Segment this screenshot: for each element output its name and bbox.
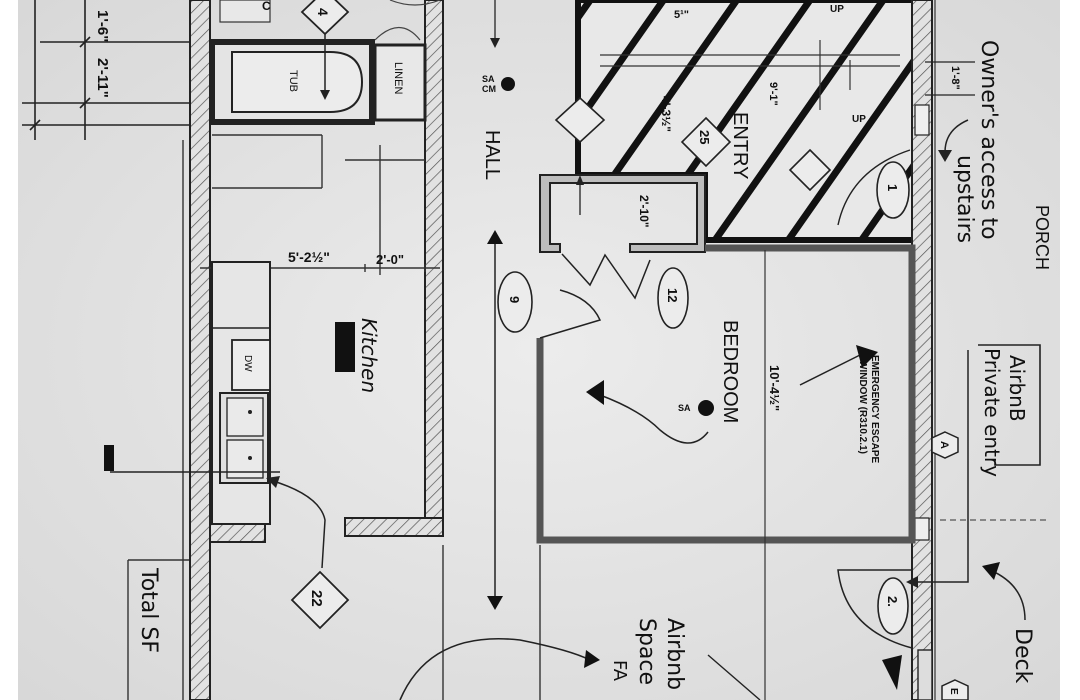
bedroom-closet-wall [539, 174, 706, 253]
deck-label: Deck [1010, 628, 1035, 684]
tag-25-diamond [680, 116, 732, 168]
tag-9: 9 [507, 296, 522, 303]
hall-label: HALL [481, 130, 503, 180]
up-label-2: UP [852, 114, 866, 125]
dim-5-2-half: 5'-2½" [288, 249, 330, 265]
owners-access-line2: upstairs [952, 155, 977, 243]
airbnb-private-line2: Private entry [980, 348, 1004, 477]
sa-cm-label: SA [482, 74, 495, 84]
dishwasher [231, 339, 271, 391]
tub-fixture [231, 51, 364, 113]
dim-9-1: 9'-1" [767, 82, 779, 106]
kitchen-label: Kitchen [357, 318, 381, 393]
total-sf-label: Total SF [136, 567, 161, 653]
smoke-alarm-bedroom [698, 400, 714, 416]
tag-22: 22 [308, 590, 325, 607]
tag-c: C [262, 0, 271, 13]
left-grid-lines [127, 140, 190, 700]
bedroom-wall [536, 244, 916, 544]
smoke-alarm-hall [501, 77, 515, 91]
airbnb-space-line2: Space [634, 618, 659, 685]
linen-label: LINEN [392, 62, 404, 94]
range-symbol [335, 322, 355, 372]
up-label-1: UP [830, 4, 844, 15]
dim-2-10: 2'-10" [637, 195, 651, 228]
tag-12-ellipse [657, 267, 689, 329]
tag-e-hex [941, 679, 969, 700]
dim-2-0: 2'-0" [376, 252, 404, 267]
wall-kitchen-right [424, 0, 444, 531]
airbnb-space-line1: Airbnb [662, 618, 687, 690]
airbnb-space-line3: FA [609, 660, 630, 682]
tag-4-diamond [300, 0, 350, 36]
wall-left [189, 0, 211, 700]
dim-10-4-half: 10'-4½" [767, 365, 782, 411]
tag-1: 1 [885, 184, 900, 191]
tag-25: 25 [697, 130, 712, 144]
airbnb-private-line1: AirbnB [1005, 355, 1029, 422]
dim-4-3-half: 4'-3½" [659, 96, 673, 132]
emergency-escape-line1: EMERGENCY ESCAPE [869, 355, 880, 464]
linen-closet [373, 43, 427, 122]
dw-label: DW [242, 355, 253, 372]
bedroom-door [539, 289, 602, 339]
dim-1-6: 1'-6" [94, 10, 111, 42]
tub-label: TUB [287, 70, 299, 92]
tag-9-ellipse [497, 271, 533, 333]
tag-4: 4 [315, 8, 331, 16]
dim-entry-top: 5¹" [674, 9, 689, 21]
tag-12: 12 [665, 288, 680, 302]
porch-label: PORCH [1032, 205, 1052, 270]
tag-22-diamond [290, 570, 350, 630]
owners-access-line1: Owner's access to [976, 40, 1001, 240]
dim-1-8: 1'-8" [949, 66, 961, 90]
left-dimension-lines [22, 0, 200, 140]
tag-1-ellipse [876, 161, 910, 219]
bedroom-label: BEDROOM [719, 320, 741, 423]
tag-a: A [938, 441, 950, 449]
cm-label: CM [482, 84, 496, 94]
dim-2-11: 2'-11" [94, 58, 111, 98]
tag-2-ellipse [877, 577, 909, 635]
tag-e: E [948, 688, 959, 695]
entry-label: ENTRY [729, 112, 751, 179]
wall-kitchen-bottom [344, 517, 444, 537]
hall-lines [442, 0, 541, 700]
tag-2: 2. [885, 596, 900, 607]
sa-label: SA [678, 403, 691, 413]
emergency-escape-line2: WINDOW (R310.2.1) [857, 360, 868, 454]
tag-a-hex [931, 431, 959, 459]
door-2-swing [837, 569, 913, 649]
